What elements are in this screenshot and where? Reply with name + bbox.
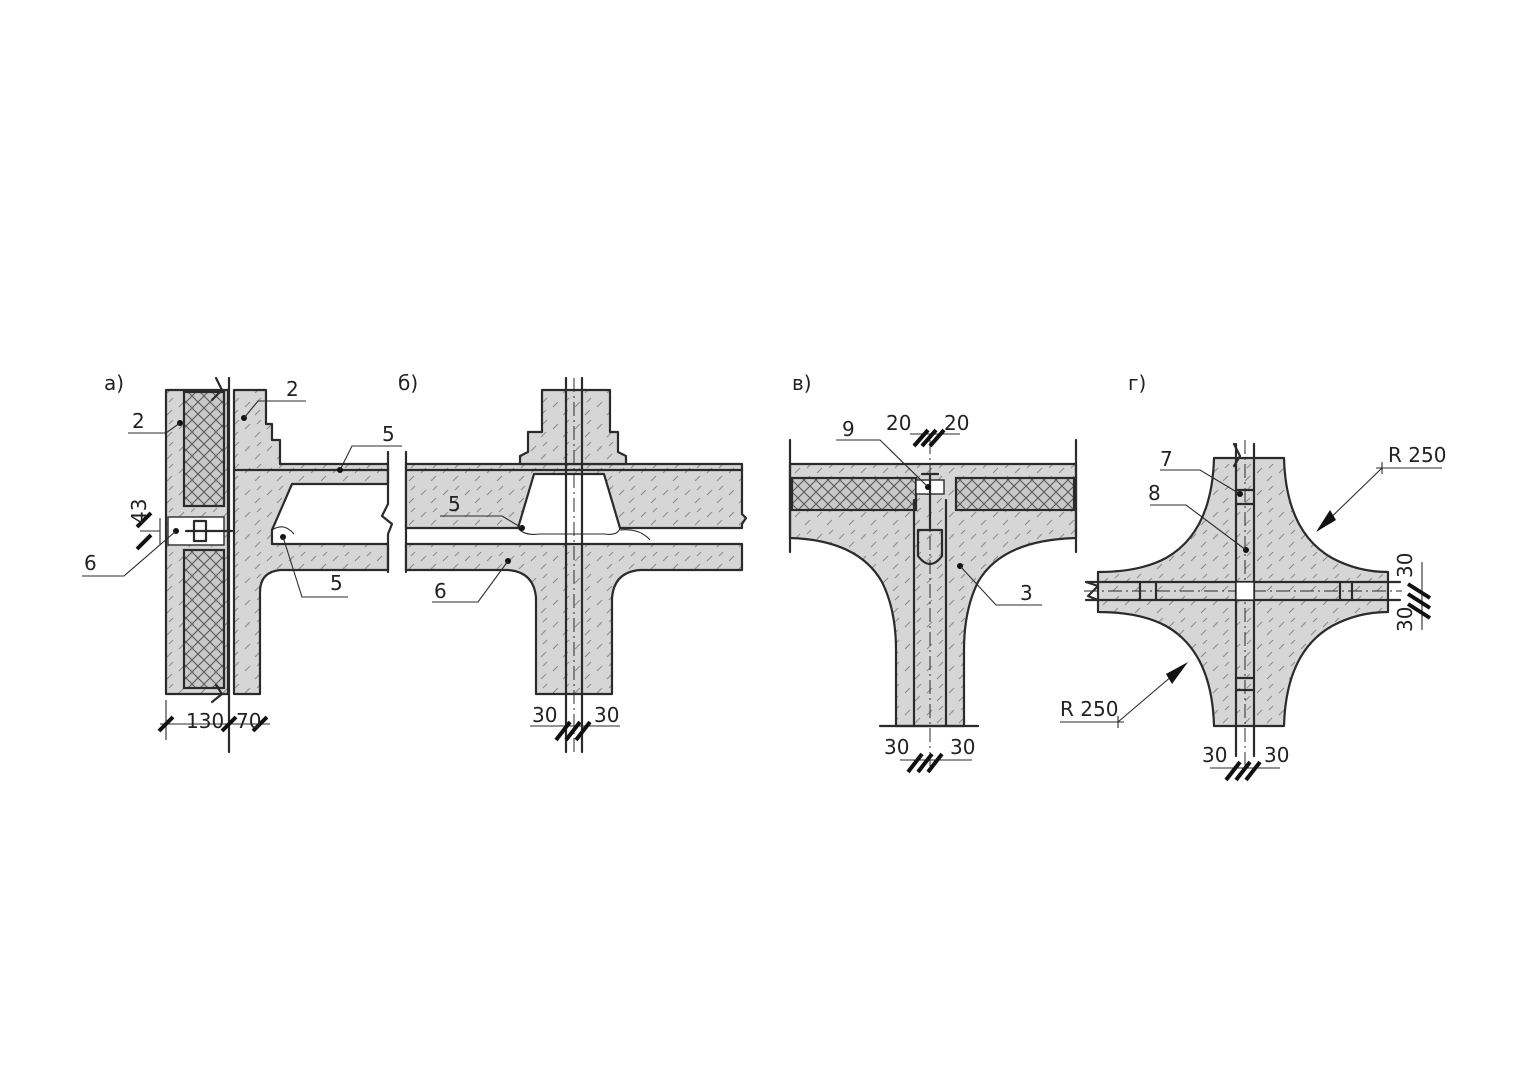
figure-b: б) 5 6 30 30 — [398, 371, 748, 754]
figure-g-letter: г) — [1128, 371, 1146, 395]
label-5-b: 5 — [448, 492, 461, 516]
label-8: 8 — [1148, 481, 1161, 505]
insulation-right-v — [954, 476, 1076, 512]
break-line-slab — [380, 450, 394, 574]
figure-a-letter: а) — [104, 371, 124, 395]
label-6-b: 6 — [434, 579, 447, 603]
label-9: 9 — [842, 417, 855, 441]
figure-v-letter: в) — [792, 371, 812, 395]
insulation-lower — [182, 548, 226, 690]
dim-30-bottom-right: 30 — [1264, 743, 1289, 767]
label-5-top: 5 — [382, 422, 395, 446]
label-5-bottom: 5 — [330, 571, 343, 595]
label-6: 6 — [84, 551, 97, 575]
label-3: 3 — [1020, 581, 1033, 605]
dim-20-right: 20 — [944, 411, 969, 435]
label-2-outer: 2 — [132, 409, 145, 433]
dim-70: 70 — [236, 709, 261, 733]
radius-arrow-upper — [1316, 510, 1336, 532]
inner-wall-slab — [232, 388, 390, 696]
dim-20-left: 20 — [886, 411, 911, 435]
dim-30-right-bottom: 30 — [1393, 607, 1417, 632]
insulation-left-v — [790, 476, 918, 512]
figure-b-letter: б) — [398, 371, 418, 395]
dim-43: 43 — [127, 499, 151, 524]
joint-center-g — [1235, 581, 1255, 601]
radius-arrow-lower — [1166, 662, 1188, 684]
figure-a: а) 2 2 5 5 6 43 — [82, 371, 402, 754]
dim-30-left-v: 30 — [884, 735, 909, 759]
figure-g: г) 7 8 R 250 R 250 30 30 — [1060, 371, 1446, 782]
dim-r250-lower: R 250 — [1060, 697, 1118, 721]
label-2-inner: 2 — [286, 377, 299, 401]
dim-30-left-b: 30 — [532, 703, 557, 727]
dim-30-right-top: 30 — [1393, 553, 1417, 578]
insulation-upper — [182, 390, 226, 508]
dim-30-right-v: 30 — [950, 735, 975, 759]
figure-v: в) 9 3 20 20 30 30 — [788, 371, 1078, 774]
dim-30-right-b: 30 — [594, 703, 619, 727]
dim-130: 130 — [186, 709, 224, 733]
dim-30-bottom-left: 30 — [1202, 743, 1227, 767]
upper-slab — [404, 462, 748, 530]
dim-r250-upper: R 250 — [1388, 443, 1446, 467]
upper-column — [518, 388, 628, 466]
label-7: 7 — [1160, 447, 1173, 471]
